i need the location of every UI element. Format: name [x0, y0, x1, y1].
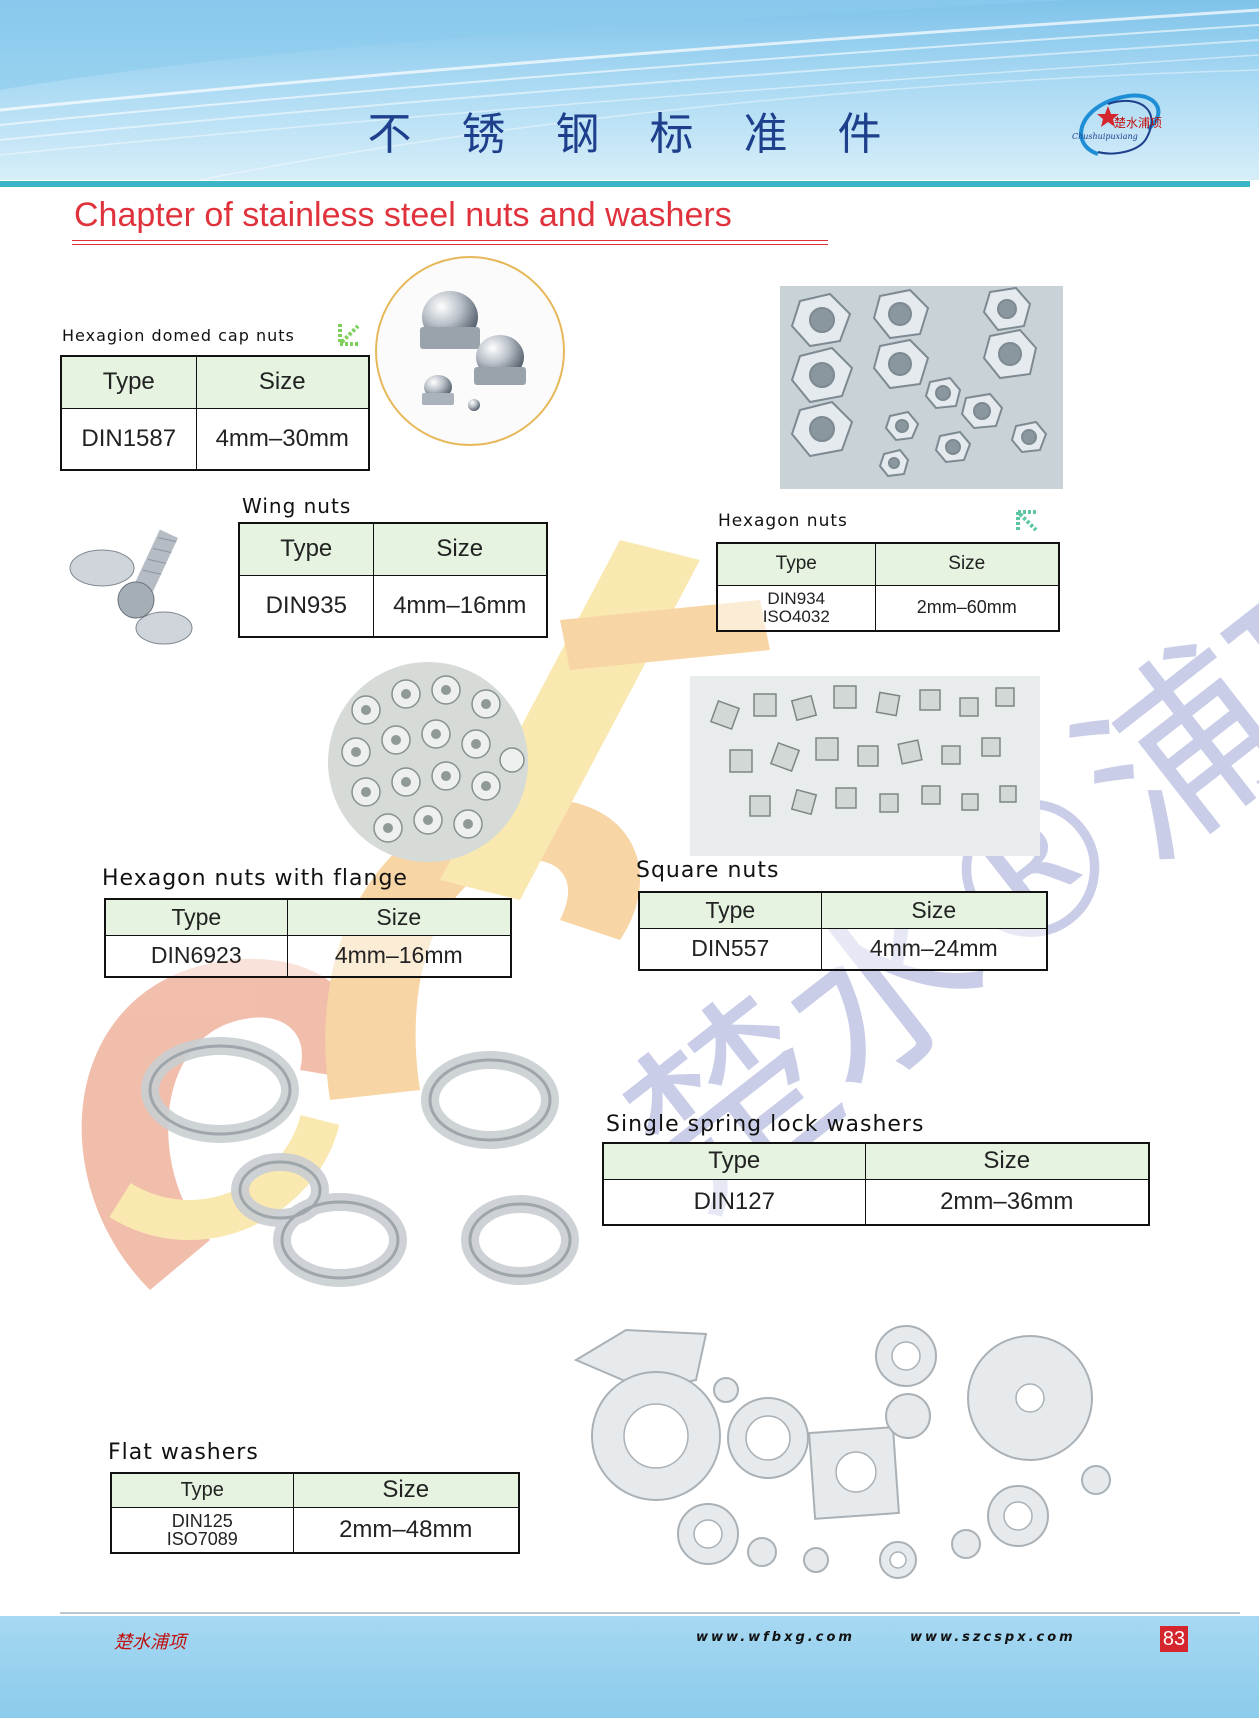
domed-cap-table: Type Size DIN1587 4mm–30mm [60, 355, 370, 471]
size-header: Size [286, 898, 512, 936]
size-header: Size [372, 522, 548, 576]
hexagon-nuts-label: Hexagon nuts [718, 511, 848, 531]
brand-en: Chushuipuxiang [1072, 132, 1138, 141]
size-header: Size [820, 891, 1048, 929]
type-header: Type [238, 522, 374, 576]
type-line1: DIN125 [171, 1510, 233, 1531]
spring-washers-table: Type Size DIN127 2mm–36mm [602, 1142, 1150, 1226]
square-nuts-photo [690, 676, 1040, 856]
type-value: DIN557 [638, 927, 822, 971]
type-value: DIN934 ISO4032 [716, 584, 876, 632]
footer-divider [60, 1612, 1240, 1614]
type-header: Type [602, 1142, 866, 1180]
size-value: 4mm–30mm [195, 407, 370, 471]
size-value: 2mm–36mm [864, 1178, 1150, 1226]
flat-washers-table: Type Size DIN125 ISO7089 2mm–48mm [110, 1472, 520, 1554]
brand-logo: 楚水浦项 Chushuipuxiang [1068, 84, 1178, 164]
spring-washers-label: Single spring lock washers [606, 1112, 925, 1137]
spring-lock-washers-photo [141, 1037, 579, 1287]
size-value: 2mm–48mm [292, 1506, 520, 1554]
footer-url-1[interactable]: www.wfbxg.com [696, 1630, 855, 1645]
brand-swoosh-icon [1079, 93, 1161, 156]
flange-nuts-table: Type Size DIN6923 4mm–16mm [104, 898, 512, 978]
flat-washers-label: Flat washers [108, 1440, 259, 1465]
type-header: Type [110, 1472, 294, 1508]
type-value: DIN1587 [60, 407, 197, 471]
arrow-pointer-icon [1016, 510, 1038, 532]
domed-cap-label: Hexagion domed cap nuts [62, 326, 295, 345]
type-header: Type [716, 542, 876, 586]
wing-nuts-table: Type Size DIN935 4mm–16mm [238, 522, 548, 638]
page-number: 83 [1160, 1626, 1188, 1652]
flat-washers-photo [573, 1325, 1111, 1579]
header-title: 不锈钢标准件 [367, 109, 932, 160]
type-line2: ISO4032 [762, 606, 830, 626]
square-nuts-label: Square nuts [636, 858, 780, 883]
flange-nuts-label: Hexagon nuts with flange [102, 866, 408, 891]
size-header: Size [195, 355, 370, 409]
hexagon-nuts-photo [780, 286, 1063, 489]
type-value: DIN127 [602, 1178, 866, 1226]
wing-nuts-label: Wing nuts [242, 494, 352, 518]
size-value: 4mm–24mm [820, 927, 1048, 971]
size-value: 4mm–16mm [372, 574, 548, 638]
type-header: Type [60, 355, 197, 409]
size-value: 2mm–60mm [874, 584, 1060, 632]
page-header: 不锈钢标准件 楚水浦项 Chushuipuxiang [0, 0, 1259, 180]
type-line2: ISO7089 [166, 1528, 238, 1549]
type-header: Type [638, 891, 822, 929]
size-header: Size [874, 542, 1060, 586]
flange-nuts-photo [328, 662, 528, 862]
chapter-title: Chapter of stainless steel nuts and wash… [74, 196, 732, 234]
header-divider [0, 181, 1250, 187]
size-header: Size [864, 1142, 1150, 1180]
arrow-pointer-icon [338, 324, 360, 346]
type-value: DIN6923 [104, 934, 288, 978]
domed-cap-nuts-photo [375, 256, 565, 446]
type-header: Type [104, 898, 288, 936]
type-line1: DIN934 [767, 588, 826, 608]
chapter-underline [72, 240, 828, 245]
hexagon-nuts-table: Type Size DIN934 ISO4032 2mm–60mm [716, 542, 1060, 632]
square-nuts-table: Type Size DIN557 4mm–24mm [638, 891, 1048, 971]
wing-nut-photo [69, 529, 193, 645]
brand-cn: 楚水浦项 [1114, 116, 1163, 130]
type-value: DIN935 [238, 574, 374, 638]
size-value: 4mm–16mm [286, 934, 512, 978]
type-value: DIN125 ISO7089 [110, 1506, 294, 1554]
page-footer: 楚水浦项 www.wfbxg.com www.szcspx.com 83 [0, 1616, 1259, 1718]
size-header: Size [292, 1472, 520, 1508]
header-wave-decoration [0, 0, 1259, 180]
footer-brand: 楚水浦项 [114, 1632, 186, 1653]
footer-url-2[interactable]: www.szcspx.com [910, 1630, 1076, 1645]
